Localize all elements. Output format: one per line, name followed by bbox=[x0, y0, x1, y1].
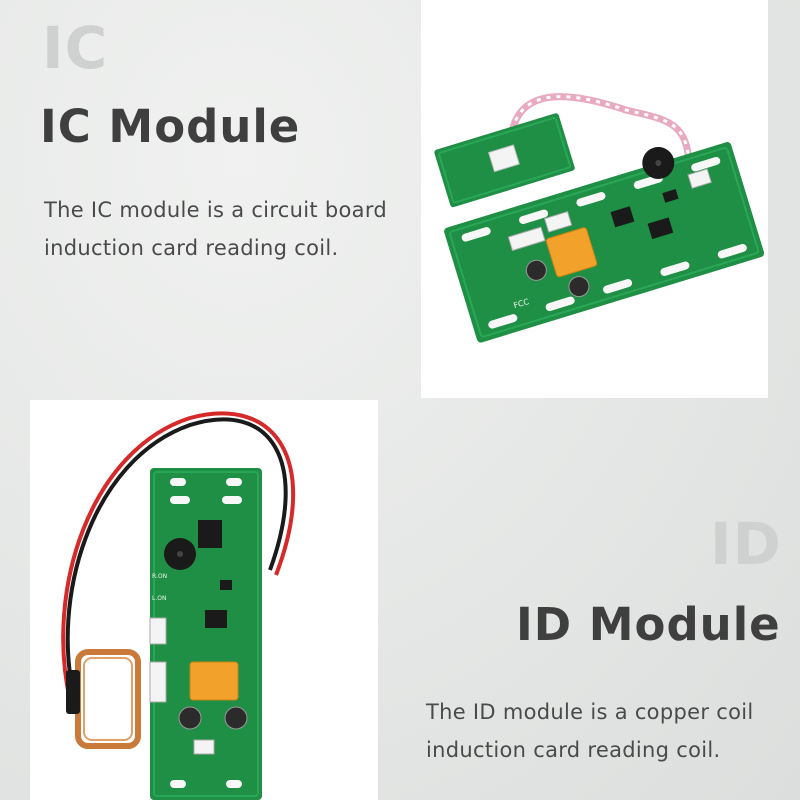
ic-module-board-image: FCC bbox=[434, 93, 765, 343]
id-desc-line-1: The ID module is a copper coil bbox=[426, 700, 754, 724]
ic-module-description: The IC module is a circuit board inducti… bbox=[44, 191, 387, 267]
ic-background-letters: IC bbox=[42, 14, 109, 82]
ic-module-title: IC Module bbox=[40, 100, 301, 153]
ic-desc-line-2: induction card reading coil. bbox=[44, 236, 339, 260]
id-module-board-image: R.ON L.ON bbox=[61, 411, 296, 800]
ic-module-photo: FCC bbox=[421, 0, 768, 398]
id-desc-line-2: induction card reading coil. bbox=[426, 738, 721, 762]
id-background-letters: ID bbox=[710, 510, 782, 578]
id-module-description: The ID module is a copper coil induction… bbox=[426, 693, 754, 769]
ic-desc-line-1: The IC module is a circuit board bbox=[44, 198, 388, 222]
id-module-title: ID Module bbox=[516, 598, 781, 651]
id-module-photo: R.ON L.ON bbox=[30, 400, 378, 800]
id-led-label-2: L.ON bbox=[152, 595, 166, 602]
id-led-label-1: R.ON bbox=[152, 573, 167, 580]
